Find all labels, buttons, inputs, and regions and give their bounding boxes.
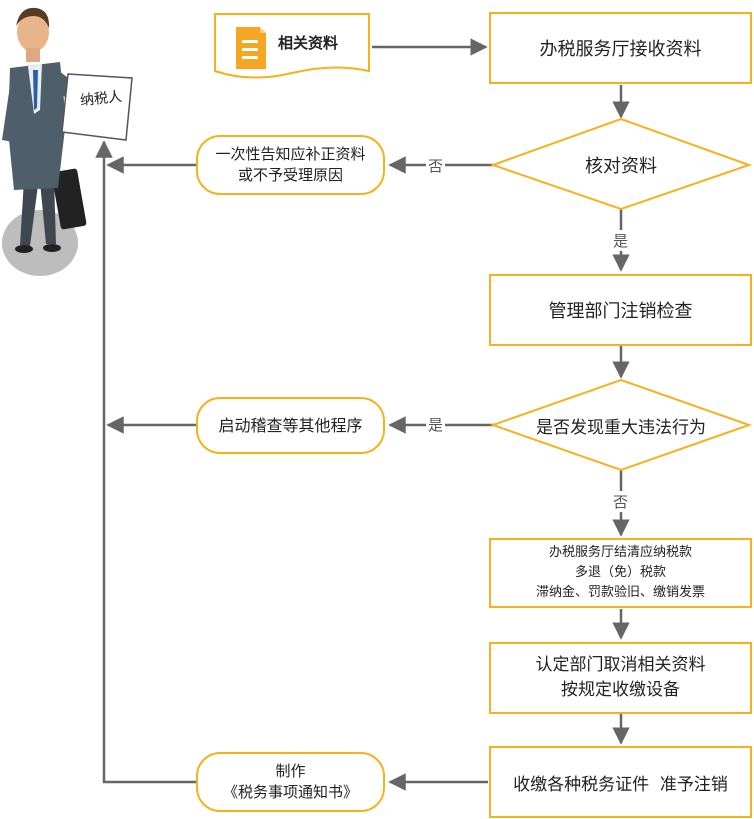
side-reject-line-1: 一次性告知应补正资料	[215, 145, 366, 163]
node-verify: 核对资料	[493, 143, 749, 187]
node-cancel-line-1: 认定部门取消相关资料	[535, 655, 706, 675]
side-notice-line-2: 《税务事项通知书》	[222, 783, 358, 801]
node-violation: 是否发现重大违法行为	[493, 403, 749, 447]
node-settle-line-2: 多退（免）税款	[574, 565, 666, 580]
side-audit: 启动稽查等其他程序	[196, 397, 385, 454]
node-cancel: 认定部门取消相关资料 按规定收缴设备	[489, 642, 752, 714]
document-icon	[236, 27, 266, 69]
node-collect: 收缴各种税务证件 准予注销	[489, 746, 752, 818]
taxpayer-figure	[2, 7, 133, 276]
node-inspect: 管理部门注销检查	[489, 274, 752, 346]
decision-violation-shape	[489, 378, 753, 472]
node-receive: 办税服务厅接收资料	[489, 12, 752, 84]
side-notice: 制作 《税务事项通知书》	[196, 752, 385, 812]
edge-label-verify-no: 否	[426, 155, 446, 176]
side-audit-label: 启动稽查等其他程序	[218, 416, 363, 435]
node-settle: 办税服务厅结清应纳税款 多退（免）税款 滞纳金、罚款验旧、缴销发票	[489, 538, 752, 608]
document-shape	[214, 13, 370, 79]
node-verify-label: 核对资料	[585, 156, 657, 177]
node-collect-label: 收缴各种税务证件 准予注销	[513, 774, 728, 795]
side-reject-line-2: 或不予受理原因	[237, 166, 343, 184]
document-label: 相关资料	[278, 34, 339, 52]
edge-label-verify-yes: 是	[611, 230, 631, 251]
decision-verify-shape	[489, 117, 753, 211]
node-inspect-label: 管理部门注销检查	[548, 301, 693, 322]
node-cancel-line-2: 按规定收缴设备	[561, 680, 680, 700]
edge-label-violation-yes: 是	[426, 414, 446, 435]
node-violation-label: 是否发现重大违法行为	[536, 417, 706, 438]
node-receive-label: 办税服务厅接收资料	[539, 39, 702, 60]
node-settle-line-3: 滞纳金、罚款验旧、缴销发票	[535, 585, 705, 600]
edge-label-violation-no: 否	[611, 491, 631, 512]
side-reject: 一次性告知应补正资料 或不予受理原因	[196, 135, 385, 195]
node-settle-line-1: 办税服务厅结清应纳税款	[548, 545, 692, 560]
arrow-notice-to-person	[95, 140, 196, 784]
side-notice-line-1: 制作	[275, 762, 306, 780]
